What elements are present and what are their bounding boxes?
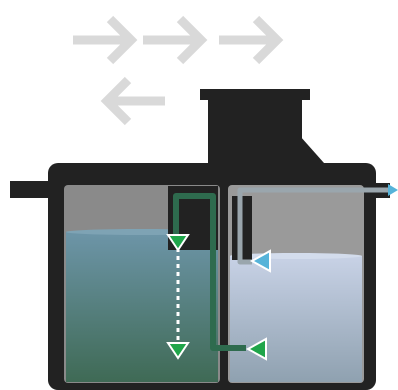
access-riser <box>200 89 324 164</box>
arrow-right-icon <box>219 15 284 65</box>
left-water <box>66 232 218 382</box>
outlet-pipe <box>237 187 394 265</box>
arrow-left-icon <box>100 76 165 126</box>
triangle-marker-icon <box>249 249 271 273</box>
outlet-end-cap <box>388 184 398 196</box>
flow-arrows <box>73 15 284 126</box>
transfer-pipe <box>173 193 246 351</box>
arrow-right-icon <box>73 15 138 65</box>
arrow-right-icon <box>143 15 208 65</box>
triangle-marker-icon <box>166 342 190 360</box>
triangle-marker-icon <box>245 337 267 361</box>
right-water <box>230 256 362 382</box>
triangle-marker-icon <box>166 234 190 252</box>
